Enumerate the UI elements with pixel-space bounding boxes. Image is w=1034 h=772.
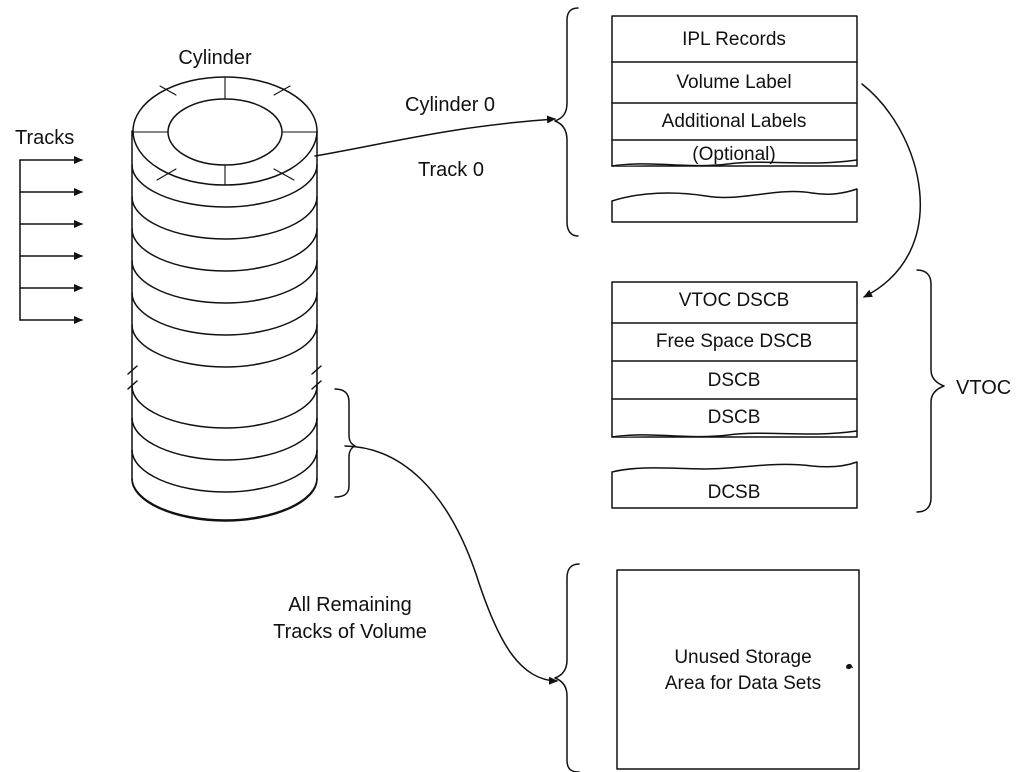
vtoc-dscb-label: VTOC DSCB xyxy=(678,290,790,311)
track-zero-box xyxy=(611,15,858,223)
track-zero-label: Track 0 xyxy=(418,159,484,181)
vtoc-right-brace xyxy=(916,269,945,513)
cylinder-body xyxy=(131,130,318,521)
cylinder-spoke-4 xyxy=(273,168,295,181)
cylinder-break-right-bottom xyxy=(311,380,322,390)
unused-storage-label-line-2: Area for Data Sets xyxy=(664,673,822,694)
track-arrow-group xyxy=(19,156,83,324)
cylinder-disk-line-9 xyxy=(131,449,318,493)
cylinder-disk-line-1 xyxy=(131,164,318,208)
cylinder-disk-line-10 xyxy=(131,478,318,522)
vtoc-main-box xyxy=(611,281,858,438)
cylinder0-connector-arrow xyxy=(314,115,556,157)
cylinder-illustration xyxy=(127,76,322,522)
track-zero-wavy-bottom xyxy=(611,159,858,167)
cylinder-label: Cylinder xyxy=(178,47,252,69)
track-zero-lower-slab xyxy=(611,188,858,223)
cylinder-disk-line-4 xyxy=(131,260,318,304)
all-remaining-label-line-2: Tracks of Volume xyxy=(273,621,427,643)
vtoc-box xyxy=(611,281,858,509)
cylinder-break-left-top xyxy=(127,365,138,375)
remaining-tracks-curve xyxy=(344,445,558,685)
cylinder-spoke-2 xyxy=(273,85,291,96)
ipl-records-label: IPL Records xyxy=(682,29,786,50)
all-remaining-label-line-1: All Remaining xyxy=(288,594,412,616)
dscb-label-1: DSCB xyxy=(707,370,761,391)
cylinder-disk-line-8 xyxy=(131,417,318,461)
cylinder-spoke-6 xyxy=(156,168,177,181)
optional-label: (Optional) xyxy=(692,144,776,165)
cylinder-disk-line-2 xyxy=(131,196,318,240)
cylinder-break-left-bottom xyxy=(127,380,138,390)
unused-storage-box xyxy=(616,569,860,770)
track-zero-main-box xyxy=(611,15,858,167)
tracks-label: Tracks xyxy=(15,127,75,149)
unused-storage-brace xyxy=(554,563,580,772)
lower-cylinder-bracket xyxy=(334,388,356,498)
cylinder-disk-line-7 xyxy=(131,385,318,429)
dscb-label-2: DSCB xyxy=(707,407,761,428)
vtoc-side-label: VTOC xyxy=(956,377,1012,399)
cylinder-inner-hole xyxy=(167,98,283,166)
cylinder-break-right-top xyxy=(311,365,322,375)
vtoc-lower-slab xyxy=(611,461,858,509)
cylinder-disk-line-3 xyxy=(131,228,318,272)
cylinder-disk-line-6 xyxy=(131,324,318,368)
free-space-dscb-label: Free Space DSCB xyxy=(655,331,813,352)
unused-storage-label-line-1: Unused Storage xyxy=(674,647,812,668)
additional-labels-label: Additional Labels xyxy=(661,111,807,132)
dcsb-label: DCSB xyxy=(707,482,761,503)
cylinder-zero-label: Cylinder 0 xyxy=(405,94,496,116)
volume-label-label: Volume Label xyxy=(676,72,792,93)
track-zero-brace xyxy=(554,7,579,237)
cylinder-disk-line-5 xyxy=(131,292,318,336)
cylinder-spoke-8 xyxy=(159,85,177,96)
vtoc-wavy-bottom xyxy=(611,430,858,438)
volume-label-to-vtoc-curve xyxy=(861,83,922,298)
